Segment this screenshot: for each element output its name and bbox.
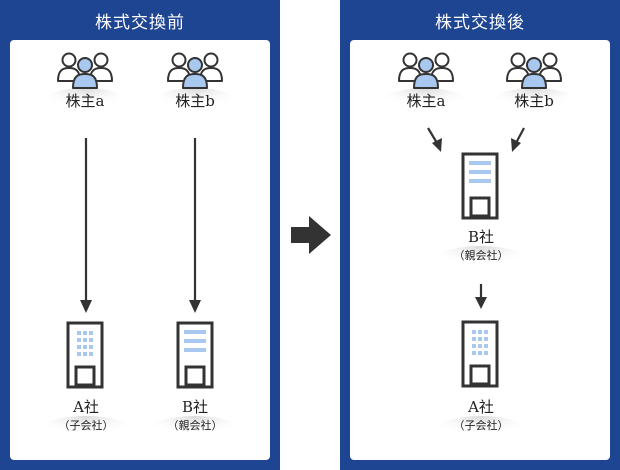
company-a-label: A社 <box>73 398 99 416</box>
shadow <box>40 88 130 120</box>
shadow <box>433 246 529 278</box>
right-arrow-icon <box>291 216 331 254</box>
after-title: 株式交換後 <box>435 13 525 33</box>
shadow <box>38 416 134 448</box>
shadow <box>147 416 243 448</box>
shadow <box>489 88 579 120</box>
company-b-building-icon <box>176 321 214 389</box>
arrow-icon <box>189 138 201 313</box>
shadow <box>433 416 529 448</box>
company-a-role: （子会社） <box>58 419 114 432</box>
shareholder-b-label: 株主b <box>514 92 554 110</box>
company-b-label: B社 <box>181 398 209 416</box>
shareholder-a-icon <box>398 52 454 89</box>
company-b-label: B社 <box>467 228 495 246</box>
shadow <box>150 88 240 120</box>
shareholder-b-icon <box>167 52 223 89</box>
company-b-role: （親会社） <box>453 249 509 262</box>
company-a-role: （子会社） <box>453 419 509 432</box>
shareholder-a-label: 株主a <box>65 92 105 110</box>
company-a-building-icon <box>66 321 104 389</box>
arrow-icon <box>511 127 525 152</box>
before-title: 株式交換前 <box>95 13 185 33</box>
arrow-icon <box>427 127 442 152</box>
shadow <box>380 88 470 120</box>
shareholder-b-icon <box>506 52 562 89</box>
arrow-icon <box>475 284 487 309</box>
before-panel: 株式交換前 <box>0 0 280 470</box>
company-a-building-icon <box>461 320 499 388</box>
shareholder-a-label: 株主a <box>406 92 446 110</box>
arrow-icon <box>80 138 92 313</box>
shareholder-b-label: 株主b <box>175 92 215 110</box>
company-a-label: A社 <box>468 398 494 416</box>
shareholder-a-icon <box>57 52 113 89</box>
company-b-role: （親会社） <box>167 419 223 432</box>
company-b-building-icon <box>461 152 499 220</box>
